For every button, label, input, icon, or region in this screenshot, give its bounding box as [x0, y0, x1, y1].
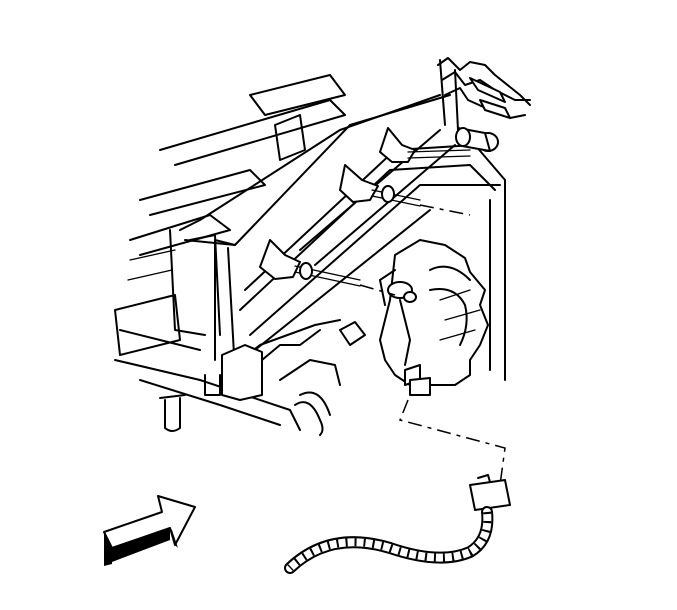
actuator-mounting-screws: [259, 127, 471, 296]
arrow-icon: [103, 495, 196, 566]
screw-lower: [259, 239, 396, 296]
instrument-panel-carrier: [114, 74, 346, 432]
connector-leader-line: [398, 399, 506, 486]
wiring-harness-conduit: [284, 506, 494, 574]
screw-upper: [379, 127, 471, 163]
electrical-connector: [469, 474, 511, 511]
hvac-module-housing: [179, 57, 531, 436]
mode-door-actuator: [339, 239, 489, 396]
screw-middle: [339, 164, 471, 216]
